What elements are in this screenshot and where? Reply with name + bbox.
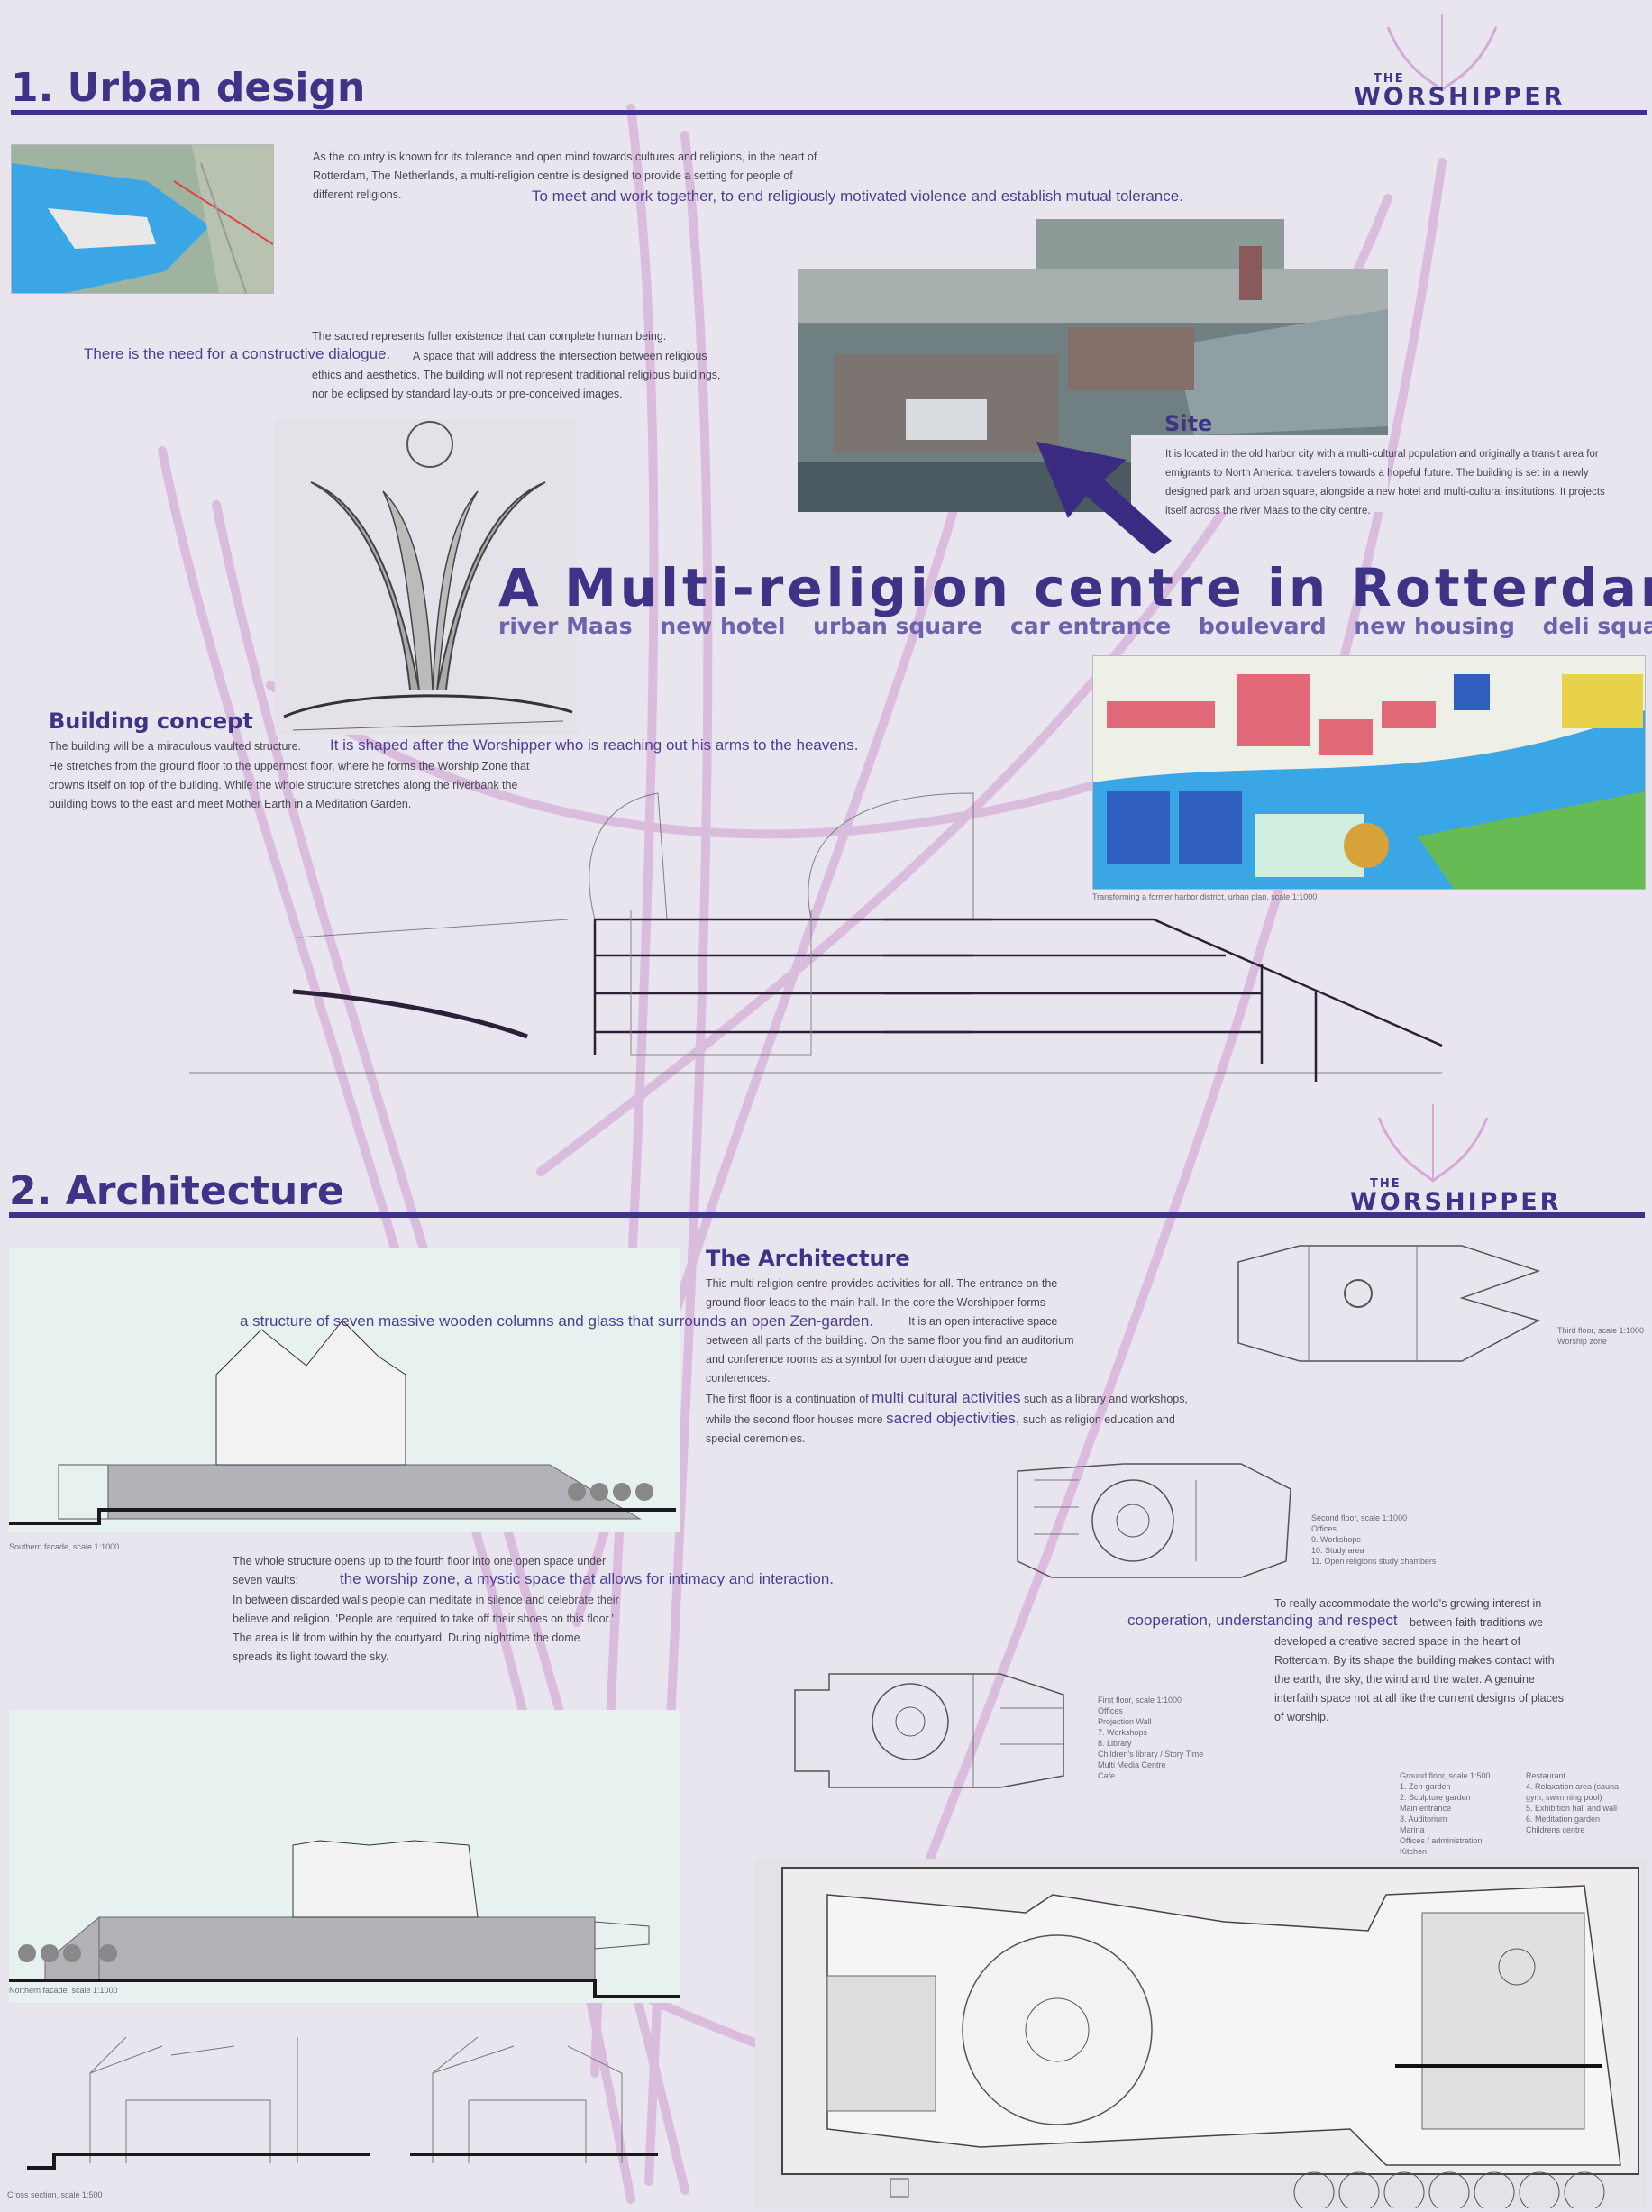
- section-rule: [11, 110, 1647, 115]
- first-floor-item: Cafe: [1098, 1771, 1116, 1780]
- tag-river-maas: river Maas: [498, 613, 633, 639]
- ground-floor-item: Childrens centre: [1526, 1825, 1585, 1834]
- cross-section-drawing: [27, 2036, 658, 2170]
- second-floor-title: Second floor, scale 1:1000: [1311, 1513, 1408, 1522]
- ground-floor-title: Ground floor, scale 1:500: [1400, 1771, 1491, 1780]
- ground-floor-item: 5. Exhibition hall and wall: [1526, 1804, 1618, 1813]
- main-title: A Multi-religion centre in Rotterdam: [498, 557, 1652, 618]
- ground-floor-item: Offices / administration: [1400, 1836, 1483, 1845]
- first-floor-title: First floor, scale 1:1000: [1098, 1696, 1182, 1705]
- architecture-p3: The first floor is a continuation of mul…: [706, 1388, 1210, 1449]
- second-floor-item: Offices: [1311, 1524, 1337, 1533]
- longitudinal-section-drawing: [189, 792, 1443, 1082]
- worshipper-logo-icon-2: [1377, 1104, 1489, 1184]
- third-floor-subtitle: Worship zone: [1557, 1337, 1607, 1346]
- section-title-architecture: 2. Architecture: [9, 1168, 344, 1214]
- site-arrow-icon: [1036, 442, 1172, 554]
- cooperation-lead: cooperation, understanding and respect: [1127, 1612, 1398, 1629]
- cooperation-text: between faith traditions we developed a …: [1274, 1616, 1565, 1723]
- second-floor-plan: [1017, 1463, 1291, 1578]
- first-floor-item: Children's library / Story Time: [1098, 1750, 1204, 1759]
- architecture-lead2: multi cultural activities: [872, 1389, 1021, 1406]
- worship-pre: The whole structure opens up to the four…: [233, 1555, 607, 1586]
- first-floor-plan: [794, 1673, 1064, 1788]
- site-aerial-photo: [798, 219, 1388, 512]
- ground-floor-item: Kitchen: [1400, 1847, 1428, 1856]
- southern-facade-caption: Southern facade, scale 1:1000: [9, 1542, 120, 1551]
- worshipper-logo-icon: [1386, 14, 1498, 93]
- third-floor-title: Third floor, scale 1:1000: [1557, 1326, 1645, 1335]
- first-floor-item: 8. Library: [1098, 1739, 1132, 1748]
- cross-section-caption: Cross section, scale 1:500: [7, 2190, 103, 2199]
- first-floor-item: Offices: [1098, 1706, 1123, 1715]
- urban-plan-caption: Transforming a former harbor district, u…: [1092, 892, 1318, 901]
- third-floor-caption: Third floor, scale 1:1000 Worship zone: [1557, 1325, 1644, 1347]
- dialogue-line1: The sacred represents fuller existence t…: [312, 330, 667, 343]
- worshipper-sketch: [275, 419, 577, 735]
- ground-floor-item: Marina: [1400, 1825, 1425, 1834]
- logo-worshipper: WORSHIPPER: [1354, 83, 1565, 111]
- cooperation-pre: To really accommodate the world's growin…: [1274, 1597, 1542, 1610]
- location-tags: river Maas new hotel urban square car en…: [498, 613, 1652, 639]
- architecture-p3a: The first floor is a continuation of: [706, 1393, 869, 1405]
- tag-deli-square: deli square: [1542, 613, 1652, 639]
- architecture-lead1: a structure of seven massive wooden colu…: [240, 1312, 874, 1330]
- architecture-p2: It is an open interactive space between …: [706, 1315, 1074, 1385]
- architecture-p3c: such as religion education and special c…: [706, 1413, 1175, 1445]
- architecture-lead3: sacred objectivities,: [886, 1410, 1020, 1427]
- ground-floor-item: 4. Relaxation area (sauna, gym, swimming…: [1526, 1782, 1621, 1802]
- third-floor-plan: [1237, 1245, 1541, 1362]
- first-floor-item: Multi Media Centre: [1098, 1760, 1166, 1769]
- concept-heading: Building concept: [49, 708, 253, 734]
- tag-car-entrance: car entrance: [1009, 613, 1172, 639]
- city-map-thumbnail: [11, 144, 274, 294]
- architecture-p3b: such as a library and workshops, while t…: [706, 1393, 1188, 1426]
- site-text: It is located in the old harbor city wit…: [1165, 449, 1605, 516]
- section-title-urban-design: 1. Urban design: [11, 65, 366, 111]
- tag-new-hotel: new hotel: [660, 613, 786, 639]
- second-floor-item: 9. Workshops: [1311, 1535, 1361, 1544]
- urban-plan-map: [1092, 655, 1646, 890]
- concept-pre: The building will be a miraculous vaulte…: [49, 740, 301, 753]
- concept-text: He stretches from the ground floor to th…: [49, 760, 530, 810]
- intro-paragraph: As the country is known for its toleranc…: [313, 148, 817, 205]
- logo-the: THE: [1374, 72, 1405, 86]
- section-rule-2: [9, 1212, 1645, 1218]
- ground-floor-item: 2. Sculpture garden: [1400, 1793, 1471, 1802]
- tag-new-housing: new housing: [1354, 613, 1515, 639]
- intro-lead: To meet and work together, to end religi…: [532, 187, 1183, 205]
- worship-text: In between discarded walls people can me…: [233, 1594, 619, 1663]
- first-floor-item: Projection Wall: [1098, 1717, 1152, 1726]
- southern-facade-drawing: [9, 1248, 680, 1532]
- ground-floor-item: 1. Zen-garden: [1400, 1782, 1451, 1791]
- concept-lead: It is shaped after the Worshipper who is…: [330, 736, 859, 754]
- second-floor-item: 10. Study area: [1311, 1546, 1364, 1555]
- first-floor-legend: First floor, scale 1:1000 Offices Projec…: [1098, 1695, 1203, 1781]
- ground-floor-legend: Ground floor, scale 1:500 1. Zen-garden …: [1400, 1770, 1643, 1857]
- ground-floor-item: Main entrance: [1400, 1804, 1452, 1813]
- dialogue-lead: There is the need for a constructive dia…: [84, 345, 391, 362]
- first-floor-item: 7. Workshops: [1098, 1728, 1147, 1737]
- ground-floor-plan: [755, 1859, 1647, 2208]
- ground-floor-item: 3. Auditorium: [1400, 1814, 1447, 1824]
- ground-floor-item: 6. Meditation garden: [1526, 1814, 1601, 1824]
- worship-lead: the worship zone, a mystic space that al…: [340, 1570, 835, 1587]
- northern-facade-drawing: [9, 1710, 680, 2003]
- architecture-p1: This multi religion centre provides acti…: [706, 1277, 1058, 1309]
- logo-worshipper-2: WORSHIPPER: [1350, 1188, 1562, 1216]
- tag-urban-square: urban square: [813, 613, 983, 639]
- intro-text: As the country is known for its toleranc…: [313, 151, 817, 201]
- dialogue-rest: A space that will address the intersecti…: [312, 350, 721, 400]
- ground-floor-item: Restaurant: [1526, 1771, 1566, 1780]
- tag-boulevard: boulevard: [1198, 613, 1327, 639]
- northern-facade-caption: Northern facade, scale 1:1000: [9, 1986, 118, 1995]
- logo-the-2: THE: [1370, 1177, 1401, 1191]
- site-heading: Site: [1164, 411, 1213, 436]
- architecture-heading: The Architecture: [706, 1246, 910, 1271]
- second-floor-legend: Second floor, scale 1:1000 Offices 9. Wo…: [1311, 1513, 1436, 1567]
- second-floor-item: 11. Open religions study chambers: [1311, 1557, 1437, 1566]
